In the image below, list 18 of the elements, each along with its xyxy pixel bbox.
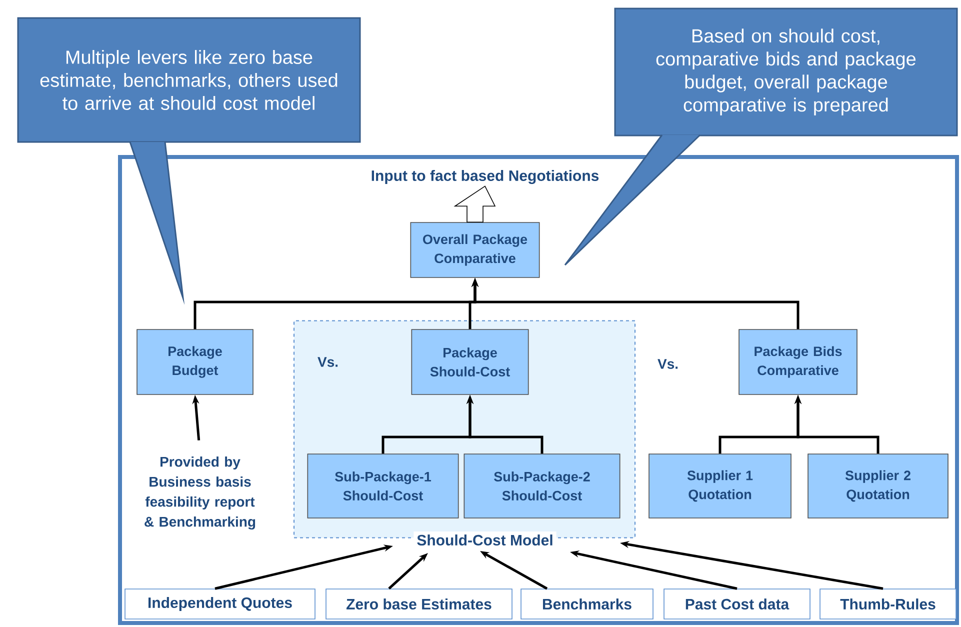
source-box: Benchmarks: [520, 588, 654, 620]
vs-label: Vs.: [318, 357, 338, 367]
process-box: Supplier 1 Quotation: [648, 454, 792, 518]
vs-label: Vs.: [658, 359, 678, 369]
source-box: Zero base Estimates: [326, 588, 512, 620]
process-box: Overall Package Comparative: [410, 222, 540, 278]
source-box: Independent Quotes: [124, 588, 316, 620]
callout-box: Multiple levers like zero base estimate, benchmarks, others used to arrive at should cost model: [17, 17, 361, 305]
process-box: Supplier 2 Quotation: [808, 454, 948, 518]
process-box: Sub-Package-2 Should-Cost: [464, 454, 620, 518]
note-text: Provided by Business basis feasibility report & Benchmarking: [144, 456, 256, 530]
process-box: Package Budget: [136, 329, 254, 395]
process-box: Package Bids Comparative: [738, 329, 858, 395]
arrow: [454, 186, 496, 222]
process-box: Package Should-Cost: [411, 329, 529, 395]
source-box: Thumb-Rules: [820, 588, 956, 620]
source-box: Past Cost data: [664, 588, 810, 620]
process-box: Sub-Package-1 Should-Cost: [307, 454, 459, 518]
